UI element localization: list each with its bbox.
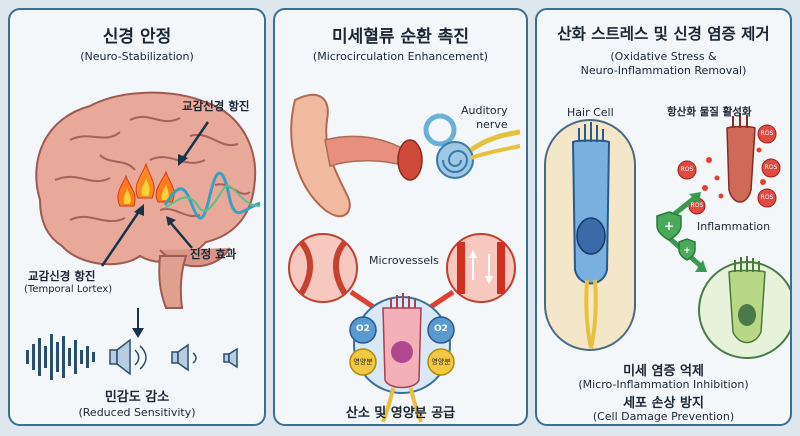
panel1-subtitle: (Neuro-Stabilization) [80, 50, 194, 63]
label-hair-cell: Hair Cell [567, 106, 614, 119]
hair-cell-body [571, 139, 611, 285]
ros-label-5: ROS [760, 194, 774, 201]
sound-wave-icon [26, 334, 95, 380]
svg-text:+: + [664, 219, 674, 233]
healthy-cell-nucleus [738, 304, 756, 326]
red-arrow-left [349, 289, 377, 311]
outer-ear [290, 93, 351, 218]
ros-label-4: ROS [690, 202, 704, 209]
nutrient-label-right: 영양분 [431, 358, 451, 366]
panel3-subtitle-line1: (Oxidative Stress & [610, 50, 717, 63]
footer-subtitle: (Reduced Sensitivity) [78, 406, 196, 419]
nutrient-icon-left [349, 348, 377, 376]
microcirculation-panel: 미세혈류 순환 촉진 (Microcirculation Enhancement… [273, 8, 528, 426]
hair-cell-nucleus [576, 217, 606, 255]
eardrum [397, 139, 423, 181]
shield-icon-small [678, 238, 696, 261]
inflamed-cell [726, 125, 756, 203]
arrow-calming [169, 221, 193, 249]
semicircular-canals [423, 113, 457, 147]
footer1-subtitle: (Micro-Inflammation Inhibition) [578, 378, 749, 391]
footer2-title: 세포 손상 방지 [623, 396, 704, 411]
label-temporal-cortex: (Temporal Lortex) [24, 284, 113, 295]
svg-text:+: + [683, 246, 691, 256]
panel2-title: 미세혈류 순환 촉진 [332, 27, 469, 47]
o2-label-left: O2 [356, 324, 370, 334]
speaker-icon-medium [171, 343, 189, 372]
label-sympathetic-top: 교감신경 항진 [182, 99, 250, 113]
panel3-title: 산화 스트레스 및 신경 염증 제거 [557, 25, 770, 43]
ear-canal [324, 135, 406, 168]
arrow-from-cortex [100, 209, 142, 267]
speaker-icon-small [223, 347, 238, 369]
label-microvessels: Microvessels [369, 254, 439, 267]
label-sympathetic-bottom: 교감신경 항진 [28, 269, 96, 283]
ros-label-3: ROS [764, 164, 778, 171]
panel2-subtitle: (Microcirculation Enhancement) [312, 50, 489, 63]
label-antioxidant: 항산화 물질 활성화 [667, 106, 752, 118]
speaker-icon-large [109, 338, 131, 376]
panel3-subtitle-line2: Neuro-Inflammation Removal) [580, 64, 747, 77]
brain-stem [158, 255, 188, 309]
ros-label-2: ROS [760, 130, 774, 137]
brain-illustration [26, 91, 261, 380]
flame-icons [117, 162, 175, 207]
neuro-stabilization-panel: 신경 안정 (Neuro-Stabilization) [8, 8, 266, 426]
arrow-to-brain [180, 121, 210, 161]
red-arrow-right [427, 289, 455, 311]
hair-cell-illustration: + + [544, 113, 790, 359]
footer2-subtitle: (Cell Damage Prevention) [592, 410, 735, 423]
label-calming: 진정 효과 [190, 247, 237, 261]
oxidative-stress-panel: 산화 스트레스 및 신경 염증 제거 (Oxidative Stress & N… [535, 8, 792, 426]
calming-wave-2 [164, 184, 261, 212]
ros-bursts [677, 124, 781, 215]
nutrient-label-left: 영양분 [353, 358, 373, 366]
shield-icon [656, 211, 682, 241]
ear-illustration [288, 93, 521, 423]
panel2-footer: 산소 및 영양분 공급 [345, 406, 456, 421]
auditory-nerve [469, 129, 521, 153]
label-auditory-nerve: Auditory nerve [461, 104, 508, 131]
panel1-title: 신경 안정 [102, 27, 172, 47]
nutrient-icon-right [427, 348, 455, 376]
footer-title: 민감도 감소 [104, 390, 170, 405]
ros-particles [702, 147, 766, 199]
cell-nucleus [391, 341, 413, 363]
o2-icon-left [349, 316, 377, 344]
calming-wave [163, 171, 261, 220]
ros-label-1: ROS [680, 166, 694, 173]
label-inflammation: Inflammation [697, 220, 771, 233]
o2-icon-right [427, 316, 455, 344]
o2-label-right: O2 [434, 324, 448, 334]
footer1-title: 미세 염증 억제 [623, 364, 704, 379]
